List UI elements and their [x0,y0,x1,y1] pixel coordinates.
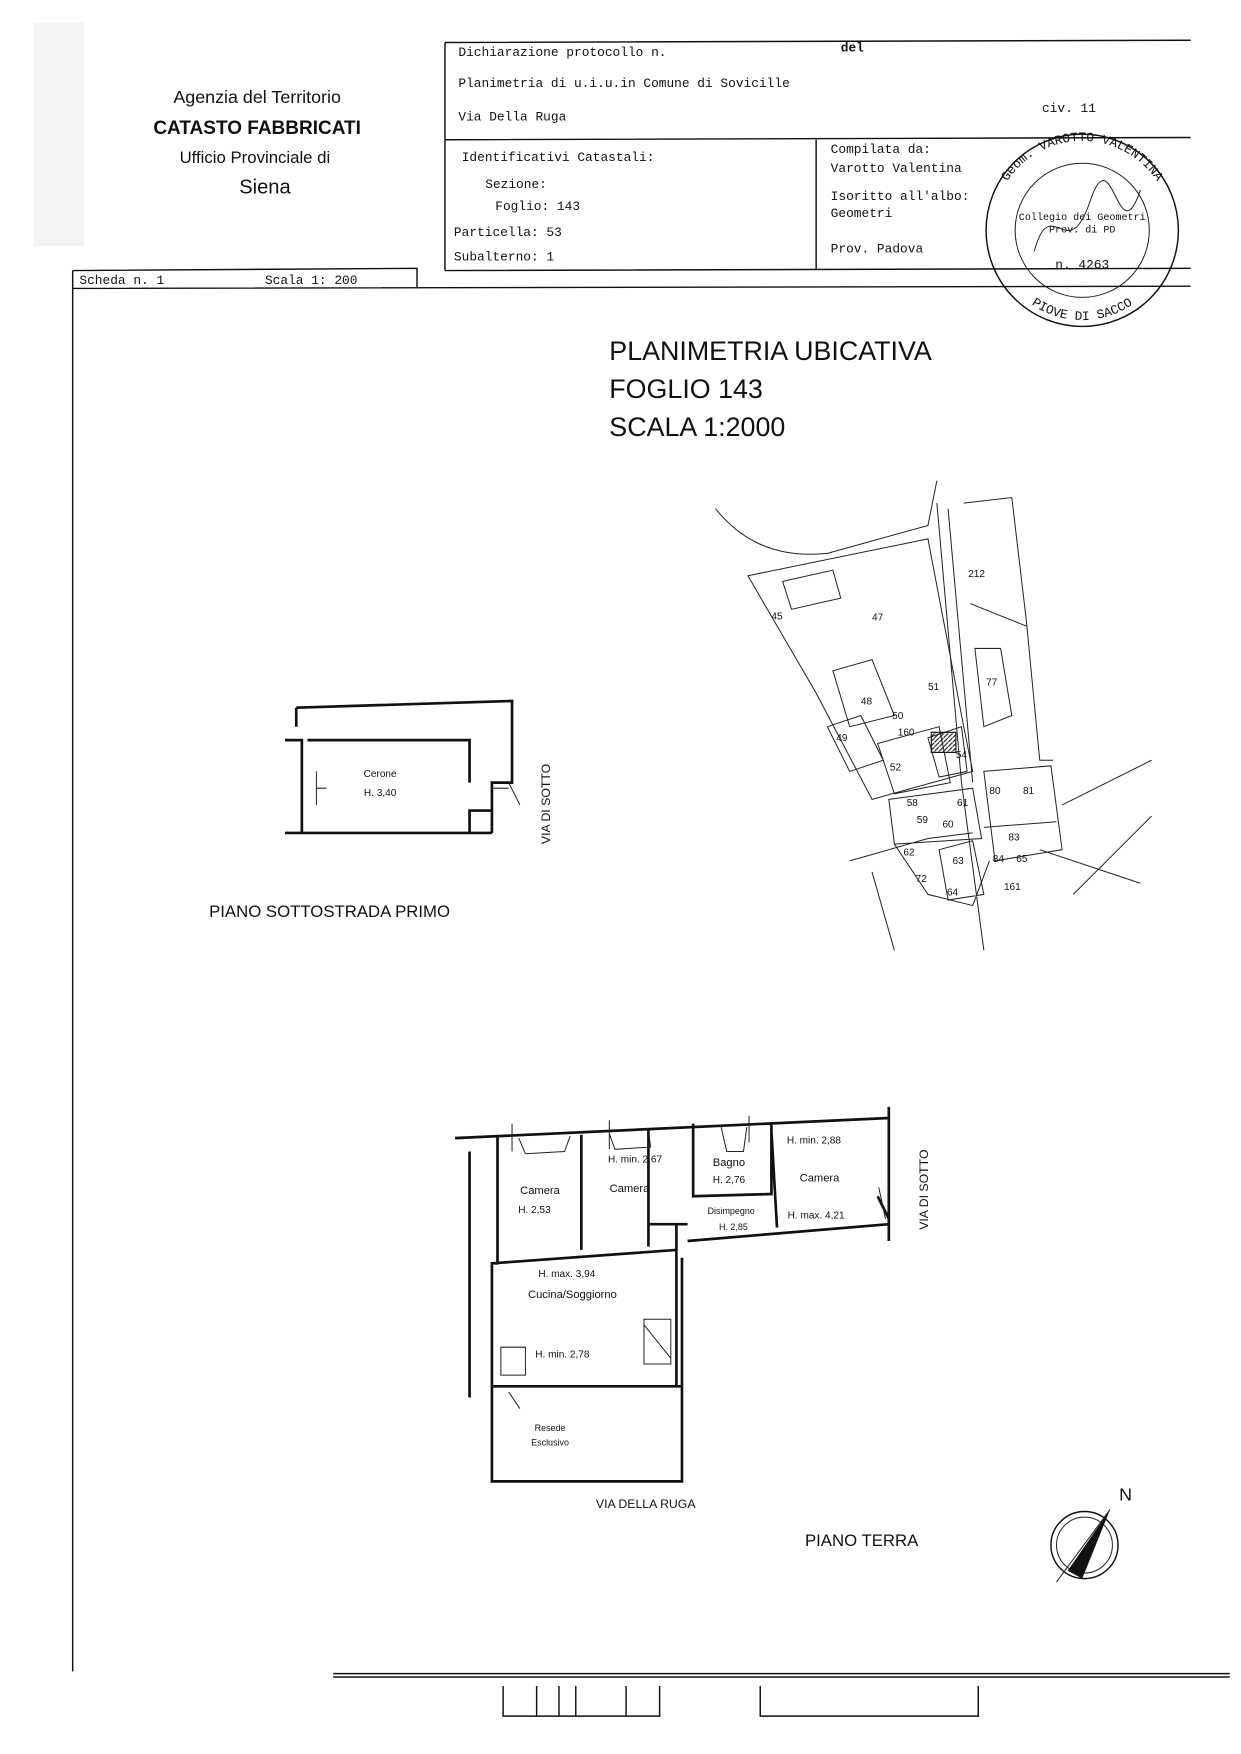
declaration-label: Dichiarazione protocollo n. [458,45,666,60]
parcel-label: 64 [947,888,959,899]
stamp-inner: Collegio dei Geometri Prov. di PD [1018,212,1146,236]
office-label: Ufficio Provinciale di [180,148,331,167]
parcel-label: 59 [917,815,929,826]
scheda-box: Scheda n. 1 Scala 1: 200 [71,267,418,289]
camera-max-height: H. max. 4,21 [788,1211,845,1222]
civic-label: civ. 11 [1042,101,1096,116]
courtyard-label: Resede [535,1423,566,1433]
signature [1033,180,1141,252]
kitchen-min-height: H. min. 2,78 [535,1349,590,1360]
basement-plan: Cerone H. 3,40 VIA DI SOTTO PIANO SOTTOS… [209,699,553,921]
ground-floor-plan: Camera H. 2,53 Camera H. min. 2,67 Bagno… [454,1106,931,1550]
parcel-label: 49 [836,733,848,744]
ground-street-side-label: VIA DI SOTTO [917,1149,931,1229]
room-name: Disimpegno [708,1206,755,1216]
province-label: Prov. Padova [831,242,924,257]
room-name: Camera [800,1173,841,1185]
office-city: Siena [239,176,291,198]
room-height: H. max. 3,94 [538,1269,595,1280]
compiled-label: Compilata da: [831,142,931,157]
basement-street-label: VIA DI SOTTO [539,764,553,844]
parcel-label: 63 [953,856,965,867]
north-arrow-icon: N [1050,1484,1132,1583]
agency-name: Agenzia del Territorio [173,87,341,107]
parcel-label: 45 [771,611,783,622]
particella-label: Particella: 53 [454,225,562,240]
room-height: H. 2,53 [518,1205,551,1216]
site-plan-scale: SCALA 1:2000 [609,412,785,442]
ground-floor-label: PIANO TERRA [805,1531,919,1550]
compiled-name: Varotto Valentina [831,161,962,176]
north-label: N [1119,1484,1132,1504]
professional-stamp: Geom. VAROTTO VALENTINA PIOVE DI SACCO C… [985,130,1180,328]
room-height: H. 2,76 [713,1175,746,1186]
parcel-label: 77 [986,677,998,688]
parcel-label: 80 [989,786,1001,797]
planimetry-label: Planimetria di u.i.u.in Comune di Sovici… [458,76,789,91]
parcel-label: 47 [872,612,884,623]
sheet-frame [71,285,1230,1678]
foglio-label: Foglio: 143 [495,199,580,214]
parcel-label: 51 [928,682,940,693]
basement-floor-label: PIANO SOTTOSTRADA PRIMO [209,902,450,921]
parcel-label: 83 [1008,833,1020,844]
parcel-label: 54 [956,750,968,761]
agency-logo: Agenzia del Territorio CATASTO FABBRICAT… [33,22,361,246]
basement-room-height: H. 3,40 [364,788,397,799]
parcel-label: 84 [993,854,1005,865]
scheda-number: Scheda n. 1 [79,273,164,288]
parcel-label: 50 [892,711,904,722]
room-name: Camera [610,1183,651,1195]
scan-noise [33,22,84,246]
parcel-label: 212 [968,569,985,580]
parcel-label: 160 [898,728,915,739]
basement-room-name: Cerone [364,769,397,780]
ground-street-bottom-label: VIA DELLA RUGA [596,1497,696,1511]
parcel-label: 72 [916,874,928,885]
site-plan: PLANIMETRIA UBICATIVA FOGLIO 143 SCALA 1… [609,336,1152,951]
parcel-label: 62 [903,847,915,858]
parcel-label: 81 [1023,786,1035,797]
sezione-label: Sezione: [485,177,547,192]
parcel-label: 65 [1016,854,1028,865]
parcel-label: 58 [907,798,919,809]
catasto-title: CATASTO FABBRICATI [153,118,361,139]
scan-artifacts [502,1685,979,1717]
parcel-labels: 212 45 47 77 51 48 50 160 49 54 52 80 81… [771,569,1034,899]
room-height: H. min. 2,67 [608,1155,663,1166]
scheda-scale: Scala 1: 200 [265,273,358,288]
site-plan-sheet: FOGLIO 143 [609,374,763,404]
parcel-lines [715,480,1152,951]
courtyard-label-2: Esclusivo [531,1438,569,1448]
parcel-label: 60 [942,819,954,830]
room-name: Cucina/Soggiorno [528,1289,617,1301]
parcel-label: 48 [861,696,873,707]
subalterno-label: Subalterno: 1 [454,249,554,264]
parcel-label: 61 [957,798,969,809]
registered-value: Geometri [831,206,893,221]
room-name: Bagno [713,1157,745,1169]
room-name: Camera [520,1185,561,1197]
street-label: Via Della Ruga [458,110,566,125]
del-label: del [841,40,864,55]
parcel-label: 52 [890,762,902,773]
stamp-number: n. 4263 [1055,257,1109,272]
room-height: H. min. 2,88 [787,1136,842,1147]
site-plan-title: PLANIMETRIA UBICATIVA [609,336,932,366]
header-box: Dichiarazione protocollo n. del Planimet… [444,39,1191,272]
parcel-label: 161 [1004,882,1021,893]
registered-label: Isoritto all'albo: [831,189,970,204]
ident-title: Identificativi Catastali: [462,150,655,165]
room-height: H. 2,85 [719,1222,748,1232]
subject-parcel-hatch [930,731,957,753]
stamp-inner-box: Collegio dei Geometri Prov. di PD [1018,212,1146,236]
